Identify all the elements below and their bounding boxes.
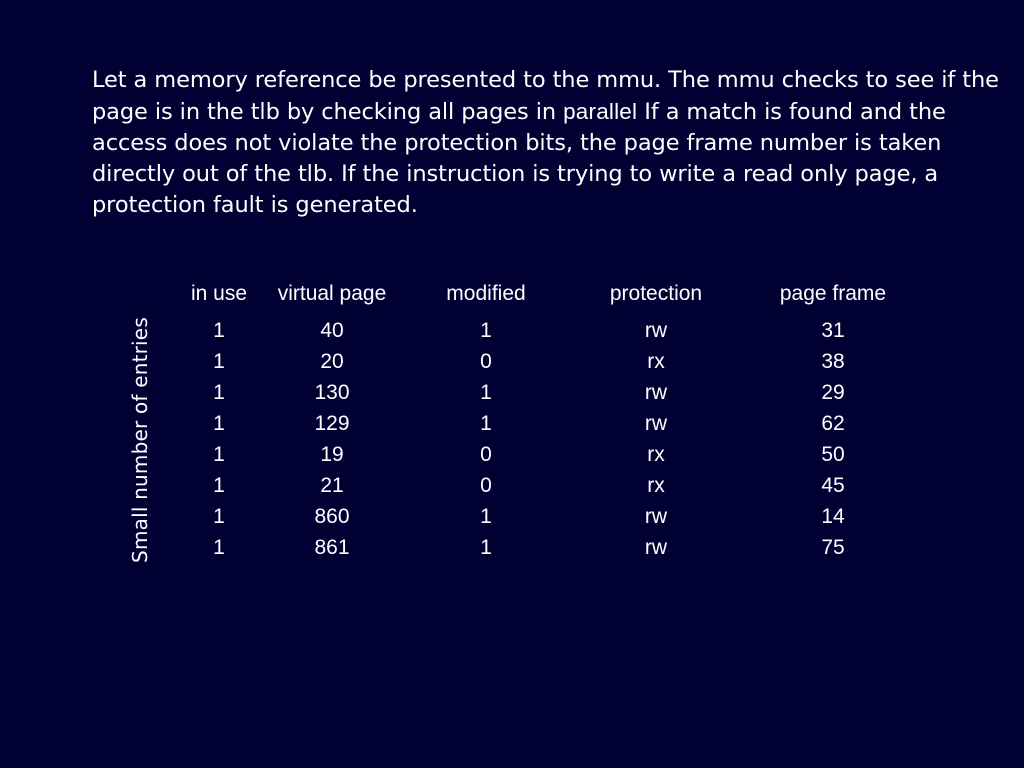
entries-axis-label: Small number of entries (128, 317, 152, 563)
cell-modified: 1 (480, 505, 492, 528)
cell-modified: 1 (480, 412, 492, 435)
cell-page-frame: 29 (821, 381, 845, 404)
cell-in-use: 1 (213, 412, 225, 435)
cell-virtual-page: 129 (314, 412, 350, 435)
cell-protection: rw (644, 505, 668, 528)
column-header-in-use: in use (190, 282, 248, 305)
cell-in-use: 1 (213, 381, 225, 404)
table-row: 1 130 1 rw 29 (180, 377, 920, 408)
cell-page-frame: 50 (821, 443, 845, 466)
cell-in-use: 1 (213, 505, 225, 528)
paragraph-pasted-word: parallel (563, 98, 638, 124)
cell-page-frame: 62 (821, 412, 845, 435)
column-header-virtual-page: virtual page (277, 282, 387, 305)
cell-protection: rw (644, 412, 668, 435)
cell-modified: 1 (480, 381, 492, 404)
cell-modified: 1 (480, 536, 492, 559)
table-row: 1 129 1 rw 62 (180, 408, 920, 439)
table-header-row: in use virtual page modified protection … (180, 280, 920, 315)
table-body: 1 40 1 rw 31 1 20 0 rx 38 1 130 1 rw 29 (180, 315, 920, 563)
cell-page-frame: 75 (821, 536, 845, 559)
cell-modified: 0 (480, 350, 492, 373)
cell-protection: rx (647, 443, 665, 466)
paragraph-text-part-2: If a match is found and the access does … (92, 98, 946, 218)
cell-virtual-page: 21 (320, 474, 344, 497)
body-paragraph: Let a memory reference be presented to t… (92, 65, 1004, 221)
cell-in-use: 1 (213, 474, 225, 497)
cell-in-use: 1 (213, 350, 225, 373)
column-header-protection: protection (609, 282, 703, 305)
table-row: 1 40 1 rw 31 (180, 315, 920, 346)
cell-virtual-page: 20 (320, 350, 344, 373)
cell-virtual-page: 40 (320, 319, 344, 342)
cell-in-use: 1 (213, 319, 225, 342)
cell-page-frame: 45 (821, 474, 845, 497)
paragraph-text-part-1: Let a memory reference be presented to t… (92, 66, 999, 125)
column-header-modified: modified (446, 282, 526, 305)
cell-modified: 0 (480, 474, 492, 497)
cell-protection: rx (647, 350, 665, 373)
cell-modified: 1 (480, 319, 492, 342)
table-row: 1 19 0 rx 50 (180, 439, 920, 470)
cell-virtual-page: 861 (314, 536, 350, 559)
table-row: 1 20 0 rx 38 (180, 346, 920, 377)
cell-virtual-page: 860 (314, 505, 350, 528)
cell-protection: rw (644, 381, 668, 404)
cell-in-use: 1 (213, 443, 225, 466)
cell-virtual-page: 130 (314, 381, 350, 404)
cell-page-frame: 31 (821, 319, 845, 342)
cell-protection: rw (644, 319, 668, 342)
table-row: 1 21 0 rx 45 (180, 470, 920, 501)
tlb-entries-table: in use virtual page modified protection … (180, 280, 920, 563)
column-header-page-frame: page frame (779, 282, 887, 305)
cell-virtual-page: 19 (320, 443, 344, 466)
cell-protection: rw (644, 536, 668, 559)
cell-protection: rx (647, 474, 665, 497)
cell-modified: 0 (480, 443, 492, 466)
cell-page-frame: 38 (821, 350, 845, 373)
cell-page-frame: 14 (821, 505, 845, 528)
cell-in-use: 1 (213, 536, 225, 559)
table-row: 1 861 1 rw 75 (180, 532, 920, 563)
table-row: 1 860 1 rw 14 (180, 501, 920, 532)
